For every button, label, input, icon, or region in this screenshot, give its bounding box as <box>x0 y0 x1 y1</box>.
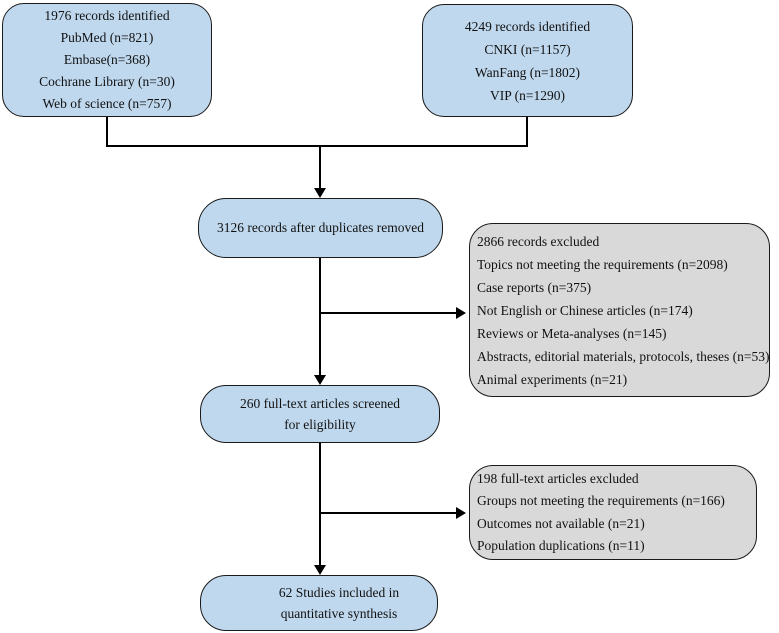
records-excluded-box: 2866 records excluded Topics not meeting… <box>469 223 770 397</box>
records-identified-databases-en-box: 1976 records identified PubMed (n=821) E… <box>2 3 212 117</box>
arrowhead-right-records-excluded <box>456 307 466 319</box>
box-text-line: 1976 records identified <box>44 8 170 23</box>
connector-to-screening-vertical <box>319 258 321 375</box>
connector-branch-records-excluded <box>320 312 456 314</box>
connector-to-duplicates-vertical <box>319 145 321 189</box>
connector-left-vertical <box>106 117 108 147</box>
connector-branch-fulltext-excluded <box>320 512 456 514</box>
arrowhead-down-to-duplicates <box>314 188 326 198</box>
box-text-line: Groups not meeting the requirements (n=1… <box>477 493 725 508</box>
box-text-line: Population duplications (n=11) <box>477 538 645 553</box>
box-text-line: Not English or Chinese articles (n=174) <box>477 302 693 318</box>
box-text-line: VIP (n=1290) <box>490 87 565 103</box>
arrowhead-down-to-included <box>314 565 326 575</box>
box-text-line: Case reports (n=375) <box>477 279 592 295</box>
connector-merge-horizontal <box>106 145 528 147</box>
box-text-line: quantitative synthesis <box>280 606 398 621</box>
box-text-line: 62 Studies included in <box>278 585 400 600</box>
box-text-line: 198 full-text articles excluded <box>477 470 639 486</box>
fulltext-articles-screened-box: 260 full-text articles screened for elig… <box>200 385 440 443</box>
arrowhead-right-fulltext-excluded <box>456 507 466 519</box>
box-text-line: 3126 records after duplicates removed <box>217 220 424 235</box>
box-text-line: Animal experiments (n=21) <box>477 371 628 387</box>
connector-to-included-vertical <box>319 443 321 565</box>
box-text-line: Outcomes not available (n=21) <box>477 515 645 531</box>
box-text-line: 2866 records excluded <box>477 233 600 249</box>
box-text-line: WanFang (n=1802) <box>474 64 581 80</box>
records-identified-databases-cn-box: 4249 records identified CNKI (n=1157) Wa… <box>422 4 633 117</box>
box-text-line: Cochrane Library (n=30) <box>39 74 175 89</box>
box-text-line: Reviews or Meta-analyses (n=145) <box>477 325 667 341</box>
box-text-line: Abstracts, editorial materials, protocol… <box>477 348 770 364</box>
box-text-line: 260 full-text articles screened <box>239 396 401 411</box>
fulltext-articles-excluded-box: 198 full-text articles excluded Groups n… <box>469 465 757 560</box>
box-text-line: Web of science (n=757) <box>42 96 172 111</box>
box-text-line: Embase(n=368) <box>63 52 151 67</box>
box-text-line: CNKI (n=1157) <box>484 41 571 57</box>
box-text-line: Topics not meeting the requirements (n=2… <box>477 256 728 272</box>
arrowhead-down-to-screening <box>314 375 326 385</box>
box-text-line: for eligibility <box>284 417 356 432</box>
studies-included-box: 62 Studies included in quantitative synt… <box>200 575 438 631</box>
connector-right-vertical <box>526 117 528 147</box>
box-text-line: PubMed (n=821) <box>60 30 154 45</box>
records-after-duplicates-removed-box: 3126 records after duplicates removed <box>198 198 443 258</box>
box-text-line: 4249 records identified <box>464 18 591 34</box>
